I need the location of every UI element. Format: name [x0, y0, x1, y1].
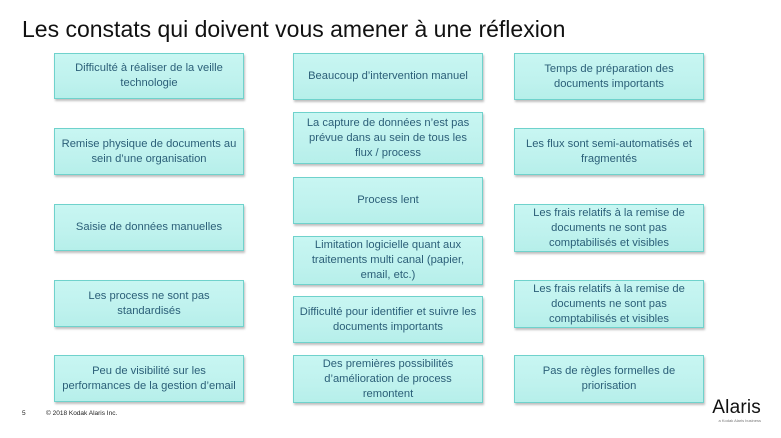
copyright: © 2018 Kodak Alaris Inc. — [46, 410, 118, 417]
finding-box: Peu de visibilité sur les performances d… — [54, 355, 244, 402]
finding-text: Beaucoup d’intervention manuel — [308, 70, 468, 82]
finding-text: Les flux sont semi-automatisés et fragme… — [525, 137, 693, 165]
finding-box: La capture de données n’est pas prévue d… — [293, 112, 483, 164]
finding-text: Des premières possibilités d’amélioratio… — [322, 357, 454, 400]
slide-title: Les constats qui doivent vous amener à u… — [22, 16, 566, 42]
finding-text: La capture de données n’est pas prévue d… — [306, 116, 470, 159]
logo-wordmark: Alaris — [712, 397, 761, 418]
finding-box: Difficulté pour identifier et suivre les… — [293, 296, 483, 343]
finding-text: Pas de règles formelles de priorisation — [542, 365, 676, 392]
finding-box: Les frais relatifs à la remise de docume… — [514, 204, 704, 252]
finding-box: Difficulté à réaliser de la veille techn… — [54, 53, 244, 99]
finding-text: Process lent — [357, 194, 419, 206]
finding-text: Saisie de données manuelles — [75, 221, 223, 233]
finding-box: Process lent — [293, 177, 483, 224]
logo-tagline: a Kodak Alaris business — [718, 418, 761, 423]
finding-text: Les frais relatifs à la remise de docume… — [533, 206, 685, 249]
finding-box: Temps de préparation des documents impor… — [514, 53, 704, 100]
finding-text: Peu de visibilité sur les performances d… — [62, 364, 236, 392]
finding-box: Beaucoup d’intervention manuel — [293, 53, 483, 100]
finding-box: Pas de règles formelles de priorisation — [514, 355, 704, 403]
finding-box: Remise physique de documents au sein d’u… — [54, 128, 244, 175]
finding-box: Les frais relatifs à la remise de docume… — [514, 280, 704, 328]
finding-text: Difficulté pour identifier et suivre les… — [299, 305, 477, 333]
finding-text: Limitation logicielle quant aux traiteme… — [311, 239, 465, 281]
finding-text: Les frais relatifs à la remise de docume… — [533, 282, 685, 325]
page-number: 5 — [22, 410, 26, 417]
finding-text: Les process ne sont pas standardisés — [88, 289, 210, 317]
finding-text: Temps de préparation des documents impor… — [544, 62, 674, 90]
finding-box: Des premières possibilités d’amélioratio… — [293, 355, 483, 403]
alaris-logo: Alaris a Kodak Alaris business — [712, 397, 761, 423]
finding-text: Remise physique de documents au sein d’u… — [61, 137, 237, 165]
finding-box: Les process ne sont pas standardisés — [54, 280, 244, 327]
finding-box: Limitation logicielle quant aux traiteme… — [293, 236, 483, 285]
finding-text: Difficulté à réaliser de la veille techn… — [75, 62, 223, 89]
finding-box: Les flux sont semi-automatisés et fragme… — [514, 128, 704, 175]
finding-box: Saisie de données manuelles — [54, 204, 244, 251]
